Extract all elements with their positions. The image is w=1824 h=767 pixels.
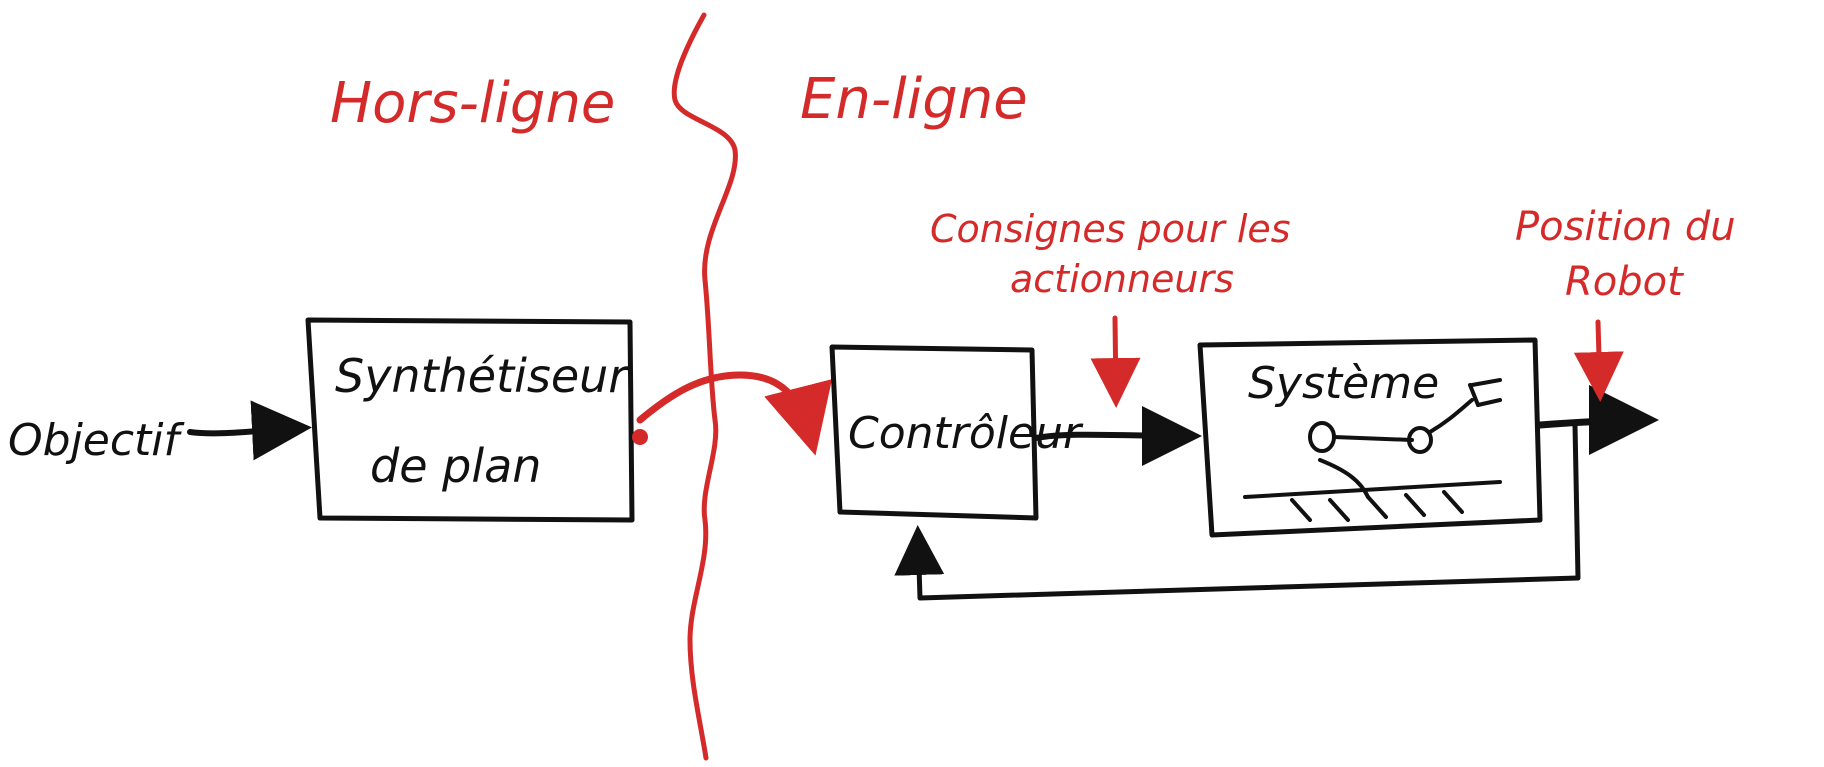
controller-block: Contrôleur bbox=[829, 344, 1084, 521]
controller-label: Contrôleur bbox=[848, 408, 1084, 459]
controller-to-system-arrow bbox=[1033, 405, 1202, 466]
feedback-loop bbox=[894, 422, 1581, 601]
online-zone-label: En-ligne bbox=[800, 67, 1028, 132]
objective-arrow bbox=[187, 400, 312, 461]
commands-label-line1: Consignes pour les bbox=[930, 207, 1291, 251]
objective-label: Objectif bbox=[8, 415, 186, 466]
system-output-arrow bbox=[1536, 385, 1659, 456]
offline-zone-label: Hors-ligne bbox=[330, 71, 615, 136]
plan-synthesizer-block: Synthétiseur de plan bbox=[305, 317, 635, 523]
system-block: Système bbox=[1197, 337, 1543, 538]
plan-transfer-arrow bbox=[636, 371, 833, 456]
plan-output-dot bbox=[632, 429, 648, 445]
commands-arrow bbox=[1090, 315, 1141, 408]
robot-position-label-line1: Position du bbox=[1515, 204, 1736, 250]
robot-position-arrow bbox=[1573, 319, 1624, 402]
plan-synthesizer-label-line2: de plan bbox=[370, 439, 541, 493]
robot-position-label-line2: Robot bbox=[1565, 259, 1684, 305]
robot-arm-icon bbox=[1243, 378, 1502, 522]
offline-online-divider bbox=[671, 12, 738, 761]
system-label: Système bbox=[1248, 358, 1439, 409]
commands-label-line2: actionneurs bbox=[1010, 257, 1234, 301]
plan-synthesizer-label-line1: Synthétiseur bbox=[335, 349, 630, 403]
